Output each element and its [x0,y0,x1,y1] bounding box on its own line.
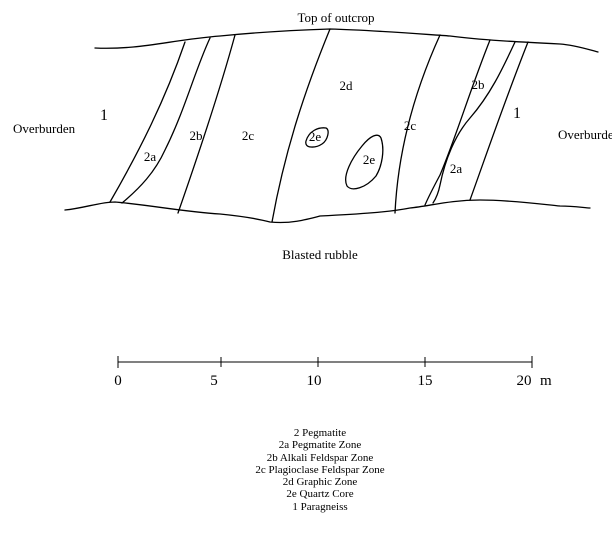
legend-item: 1 Paragneiss [292,500,348,513]
top-of-outcrop-label: Top of outcrop [297,10,374,25]
scale-label-20: 20 [517,373,532,389]
legend-item: 2d Graphic Zone [282,476,358,489]
quartz-core-large [345,134,384,190]
zone-2a-left: 2a [144,149,157,164]
zone-2c-left: 2c [242,128,255,143]
boundary-paragneiss-left [109,41,186,203]
top-of-outcrop-line [94,28,599,53]
scale-label-5: 5 [210,373,218,389]
boundary-paragneiss-right [469,41,529,201]
boundary-2c-2b-right [424,39,491,206]
zone-2a-right: 2a [450,161,463,176]
boundary-2c-2d [271,28,331,223]
boundary-2d-2c [394,34,441,214]
quartz-core-small [305,127,329,148]
legend-item: 2b Alkali Feldspar Zone [266,451,374,464]
legend-item: 2 Pegmatite [293,427,347,439]
zone-2d: 2d [340,78,354,93]
legend-item: 2a Pegmatite Zone [278,439,362,452]
zone-2e-small: 2e [309,129,322,144]
overburden-left-label: Overburden [13,121,76,136]
zone-2b-right: 2b [472,77,485,92]
scale-bar: 0 5 10 15 20 m [114,356,552,389]
legend-item: 2e Quartz Core [286,488,354,501]
zone-2c-right: 2c [404,118,417,133]
scale-unit: m [540,373,552,389]
overburden-right-label: Overburde [558,127,612,142]
boundary-2b-2c-left [177,34,236,214]
zone-2e-large: 2e [363,152,376,167]
zone-1-right: 1 [513,105,521,122]
scale-label-0: 0 [114,373,122,389]
blasted-rubble-line [64,199,591,224]
boundary-2b-2a-right [432,41,516,204]
scale-label-15: 15 [418,373,433,389]
zone-2b-left: 2b [190,128,203,143]
legend: 2 Pegmatite 2a Pegmatite Zone 2b Alkali … [200,427,440,513]
blasted-rubble-label: Blasted rubble [282,247,358,262]
legend-item: 2c Plagioclase Feldspar Zone [255,463,385,476]
zone-1-left: 1 [100,107,108,124]
scale-label-10: 10 [307,373,322,389]
boundary-2a-2b-left [121,37,211,204]
